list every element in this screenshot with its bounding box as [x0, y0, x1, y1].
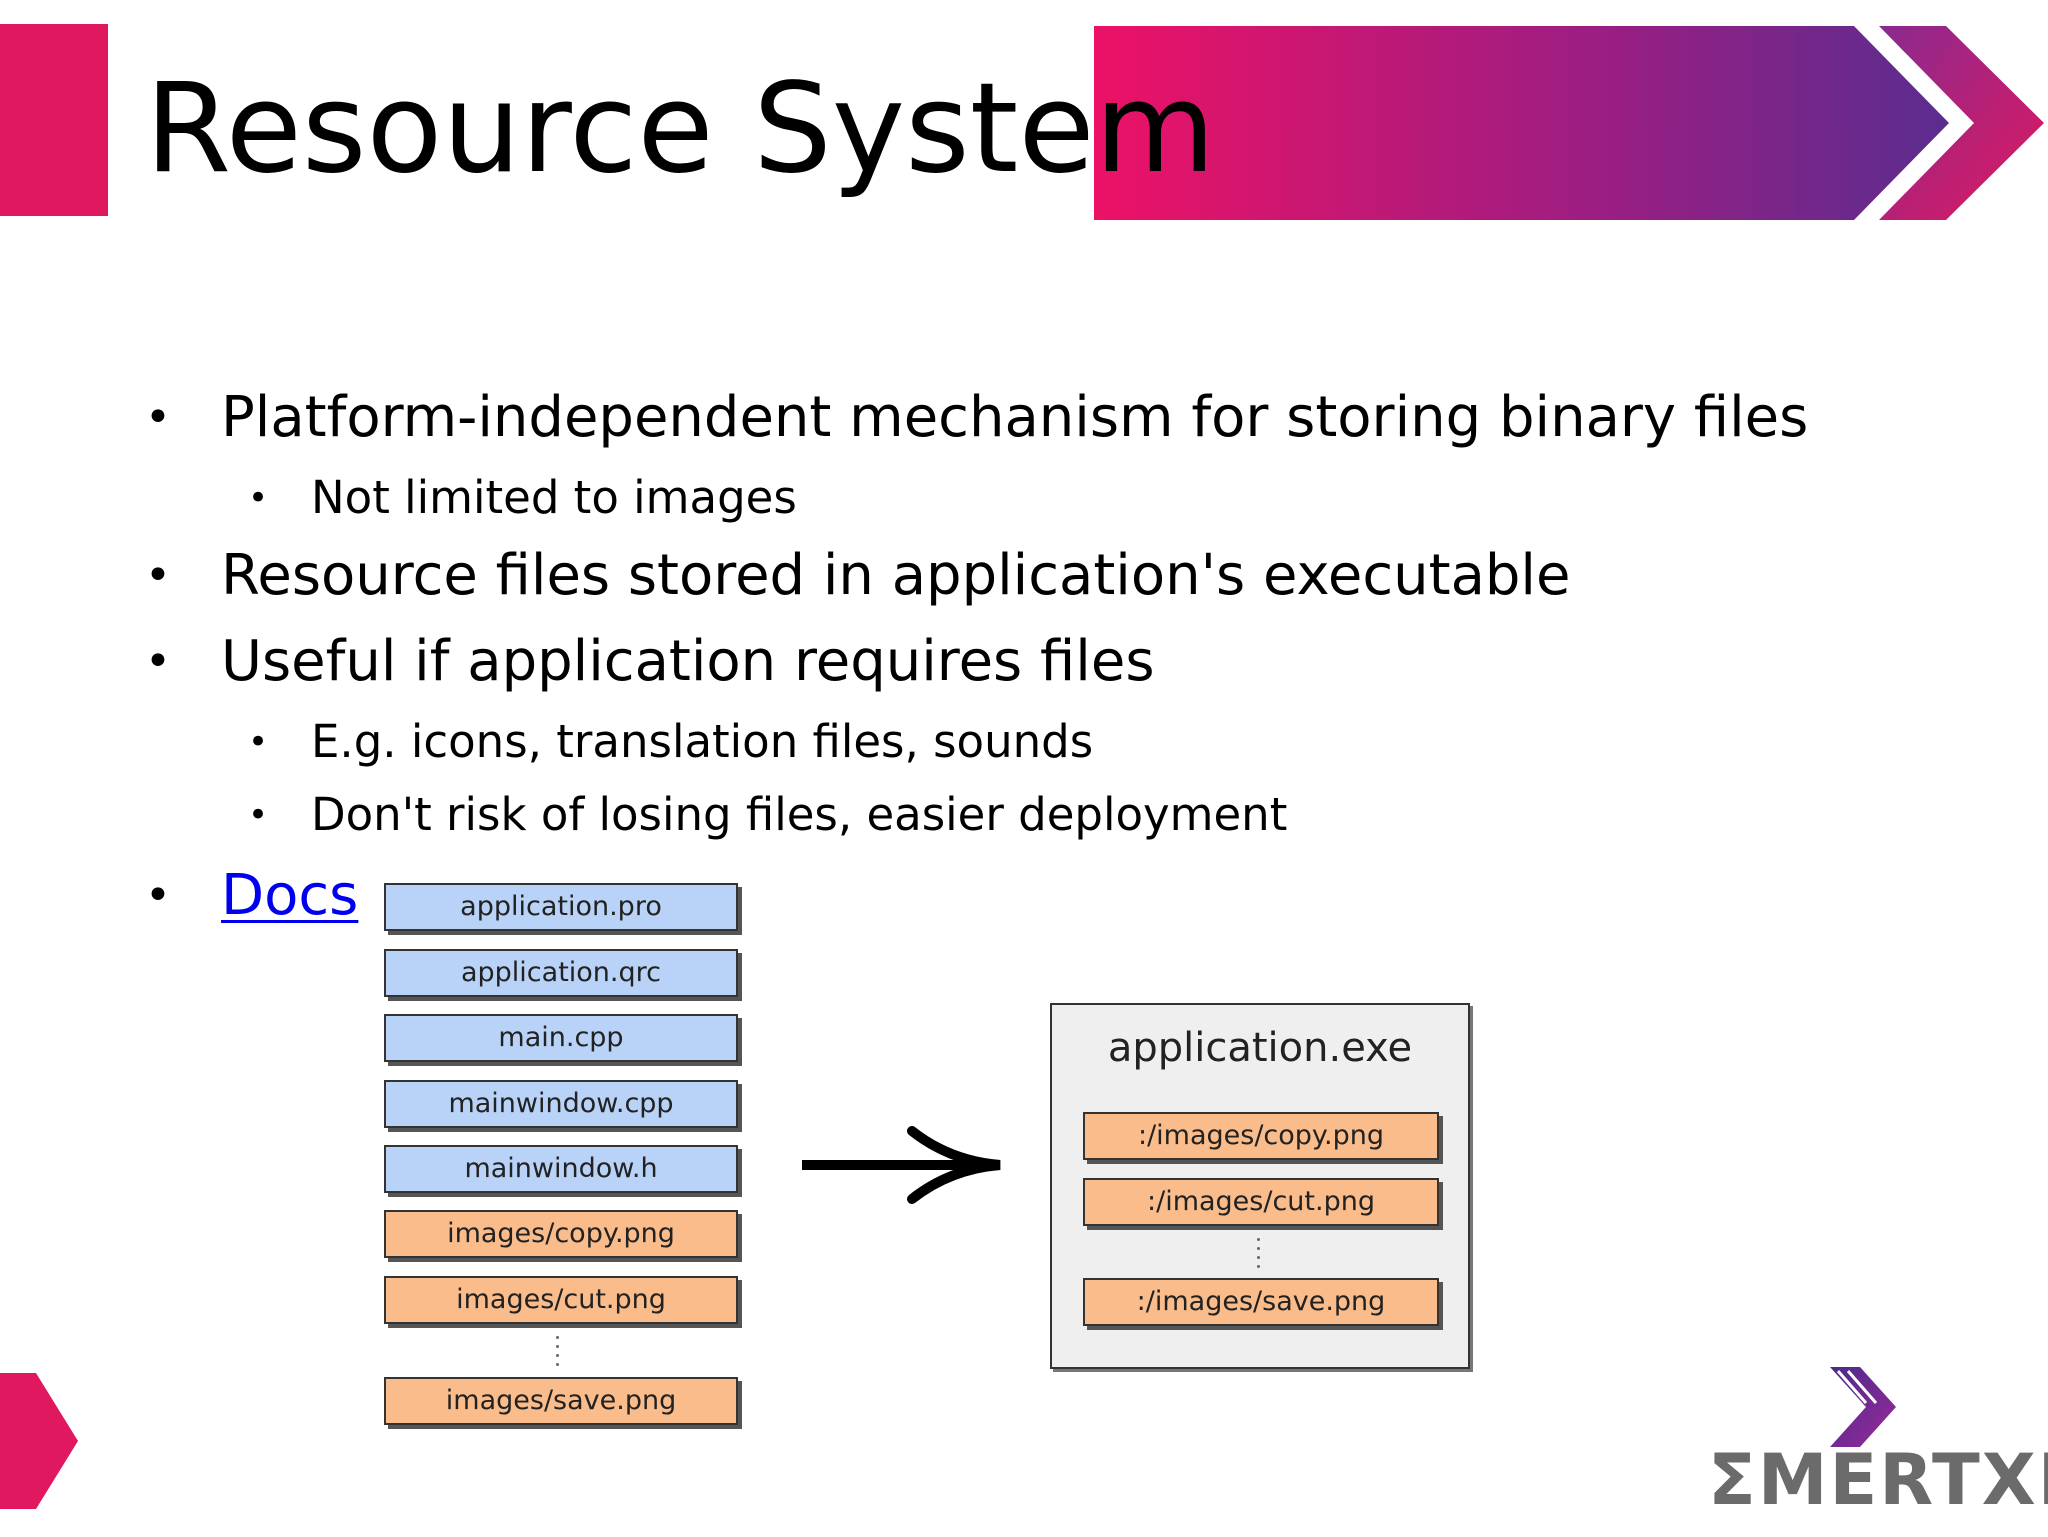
bullet-text: Useful if application requires files [221, 629, 1155, 694]
resource-file-box: :/images/cut.png [1083, 1178, 1439, 1226]
bullet-dot: • [248, 722, 269, 762]
source-file-box: application.qrc [384, 949, 738, 997]
executable-title: application.exe [1107, 1025, 1413, 1071]
bullet-dot: • [145, 636, 171, 687]
bullet-text: Not limited to images [311, 471, 797, 524]
banner-bar [1094, 26, 1949, 220]
company-logo-text: ΣMERTXE [1708, 1439, 2048, 1521]
bottom-left-chevron [0, 1373, 78, 1509]
bullet-text: Resource files stored in application's e… [221, 543, 1571, 608]
image-file-box: images/cut.png [384, 1276, 738, 1324]
source-file-box: mainwindow.cpp [384, 1080, 738, 1128]
bullet-dot: • [248, 795, 269, 835]
ellipsis-dots [556, 1336, 562, 1372]
resource-file-box: :/images/save.png [1083, 1278, 1439, 1326]
image-file-box: images/copy.png [384, 1210, 738, 1258]
image-file-box: images/save.png [384, 1377, 738, 1425]
bullet-text: E.g. icons, translation files, sounds [311, 715, 1094, 768]
bullet-dot: • [145, 870, 171, 921]
double-chevron-icon [1879, 26, 2044, 220]
source-file-box: mainwindow.h [384, 1145, 738, 1193]
bullet-text: Don't risk of losing files, easier deplo… [311, 788, 1288, 841]
source-file-box: main.cpp [384, 1014, 738, 1062]
resource-file-box: :/images/copy.png [1083, 1112, 1439, 1160]
right-arrow-icon [802, 1126, 1001, 1204]
bullet-dot: • [145, 392, 171, 443]
bullet-dot: • [145, 550, 171, 601]
left-accent-bar [0, 24, 108, 216]
bullet-dot: • [248, 478, 269, 518]
slide-title: Resource System [145, 57, 1216, 201]
bullet-text: Platform-independent mechanism for stori… [221, 385, 1809, 450]
ellipsis-dots [1257, 1238, 1263, 1274]
source-file-box: application.pro [384, 883, 738, 931]
docs-link[interactable]: Docs [221, 863, 359, 928]
company-logo-icon [1830, 1367, 1896, 1447]
header-banner [1094, 26, 2044, 220]
